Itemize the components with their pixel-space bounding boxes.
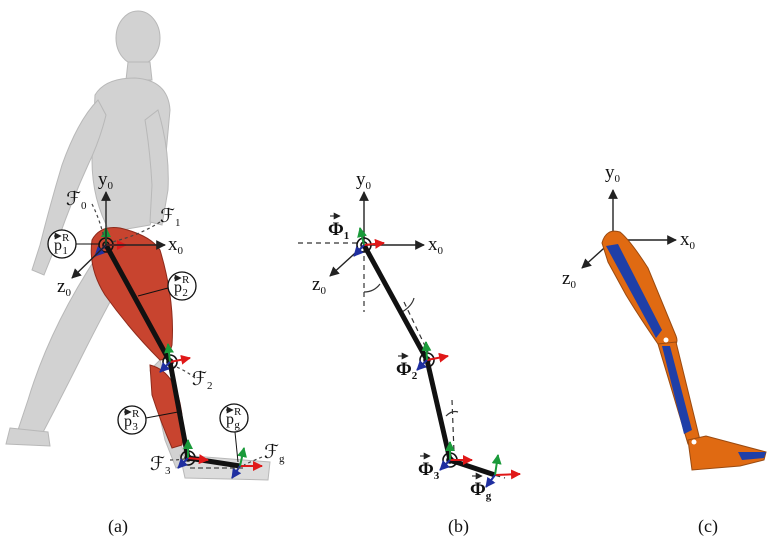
foot-blue-part	[738, 452, 766, 460]
caption-a: (a)	[108, 516, 128, 537]
frame-label-f2: ℱ2	[192, 369, 212, 392]
rendered-leg-model	[601, 230, 767, 471]
thigh-blue-muscle	[606, 244, 662, 338]
axis-label-y-a: y0	[98, 169, 114, 192]
ankle-point	[691, 439, 697, 445]
base-axes-a	[71, 191, 166, 279]
axis-label-x-b: x0	[428, 234, 444, 257]
leg-link-chain-b	[361, 243, 496, 478]
frame-label-fg: ℱg	[264, 442, 285, 465]
shank-blue-muscle	[662, 346, 692, 434]
panel-b: y0 x0 z0 Φ1 Φ2 Φ3 Φg (b)	[298, 169, 521, 537]
joint-label-phi3: Φ3	[418, 459, 440, 482]
axis-label-y-c: y0	[605, 162, 621, 185]
frame-triads-b	[353, 227, 521, 488]
axis-label-x-a: x0	[168, 234, 184, 257]
frame-leaders-a	[91, 203, 263, 469]
angle-arcs-b	[363, 283, 459, 417]
svg-text:pR2: pR2	[174, 274, 190, 299]
panel-c: y0 x0 z0 (c)	[562, 162, 767, 537]
leg-link-chain-a	[103, 243, 241, 469]
frame-label-f0: ℱ0	[66, 189, 87, 212]
frame-label-f1: ℱ1	[160, 206, 180, 229]
axis-label-z-a: z0	[57, 276, 71, 299]
joint-label-phi1: Φ1	[328, 219, 349, 242]
svg-text:pRg: pRg	[226, 406, 242, 431]
svg-text:pR3: pR3	[124, 408, 140, 433]
caption-b: (b)	[448, 516, 469, 537]
axis-label-z-b: z0	[312, 274, 326, 297]
joint-label-phig: Φg	[470, 479, 492, 502]
knee-point	[663, 337, 669, 343]
frame-label-f3: ℱ3	[150, 454, 171, 477]
foot-segment	[687, 435, 767, 471]
vector-arrows-b	[330, 212, 483, 480]
axis-label-z-c: z0	[562, 268, 576, 291]
axis-label-y-b: y0	[356, 169, 372, 192]
axis-label-x-c: x0	[680, 229, 696, 252]
joint-label-phi2: Φ2	[396, 359, 418, 382]
svg-text:pR1: pR1	[54, 232, 70, 257]
caption-c: (c)	[698, 516, 718, 537]
